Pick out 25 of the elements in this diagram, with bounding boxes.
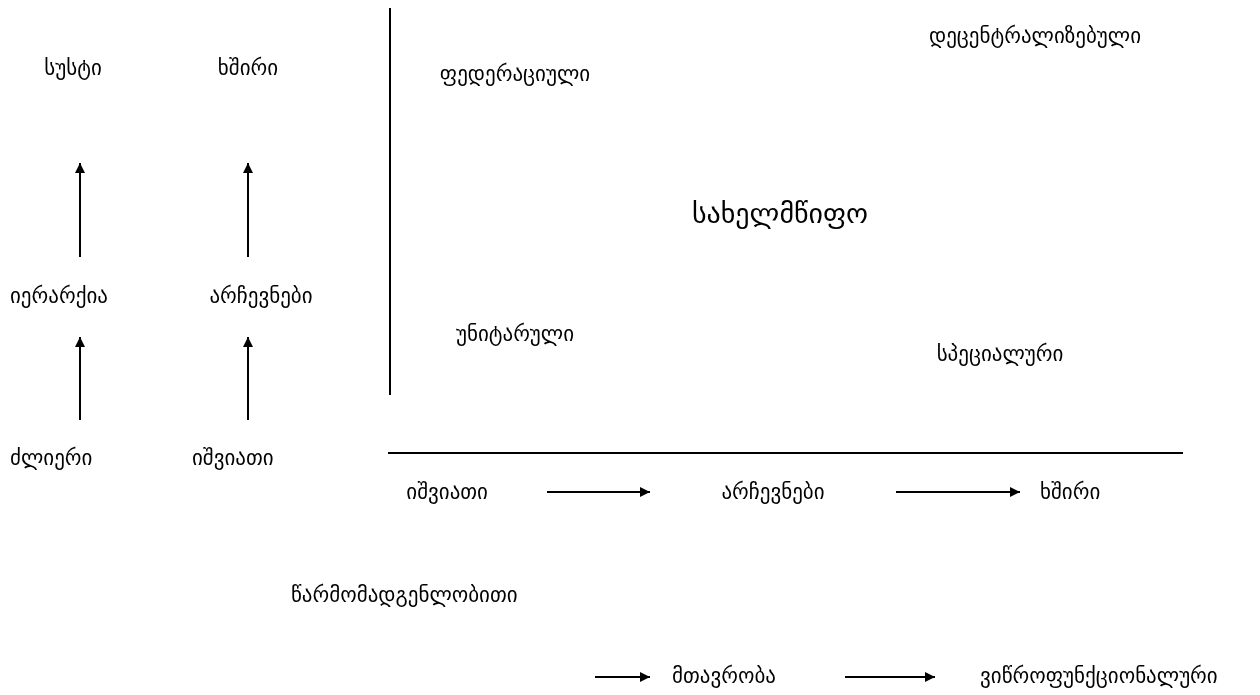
arrow [75, 162, 85, 258]
node-label: ფედერაციული [439, 61, 591, 89]
arrow [546, 487, 651, 497]
node-label: დეცენტრალიზებული [928, 23, 1142, 51]
node-label: ვიწროფუნქციონალური [980, 663, 1218, 691]
node-label: სპეციალური [936, 341, 1064, 369]
node-label: არჩევნები [721, 479, 825, 507]
node-label: უნიტარული [455, 321, 575, 349]
node-label: ხშირი [217, 55, 279, 82]
arrow [895, 487, 1021, 497]
node-label: ძლიერი [10, 444, 93, 472]
node-label: სახელმწიფო [691, 195, 869, 232]
node-label: არჩევნები [209, 283, 313, 311]
node-label: იშვიათი [406, 479, 488, 507]
node-label: მთავრობა [672, 663, 776, 691]
arrow [75, 336, 85, 421]
node-label: იშვიათი [192, 444, 274, 472]
node-label: იერარქია [10, 283, 108, 311]
arrow [594, 672, 651, 682]
node-label: სუსტი [44, 55, 102, 82]
node-label: წარმომადგენლობითი [291, 582, 518, 610]
node-label: ხშირი [1040, 479, 1101, 507]
arrow [243, 162, 253, 258]
arrow [844, 672, 936, 682]
arrow [243, 336, 253, 421]
